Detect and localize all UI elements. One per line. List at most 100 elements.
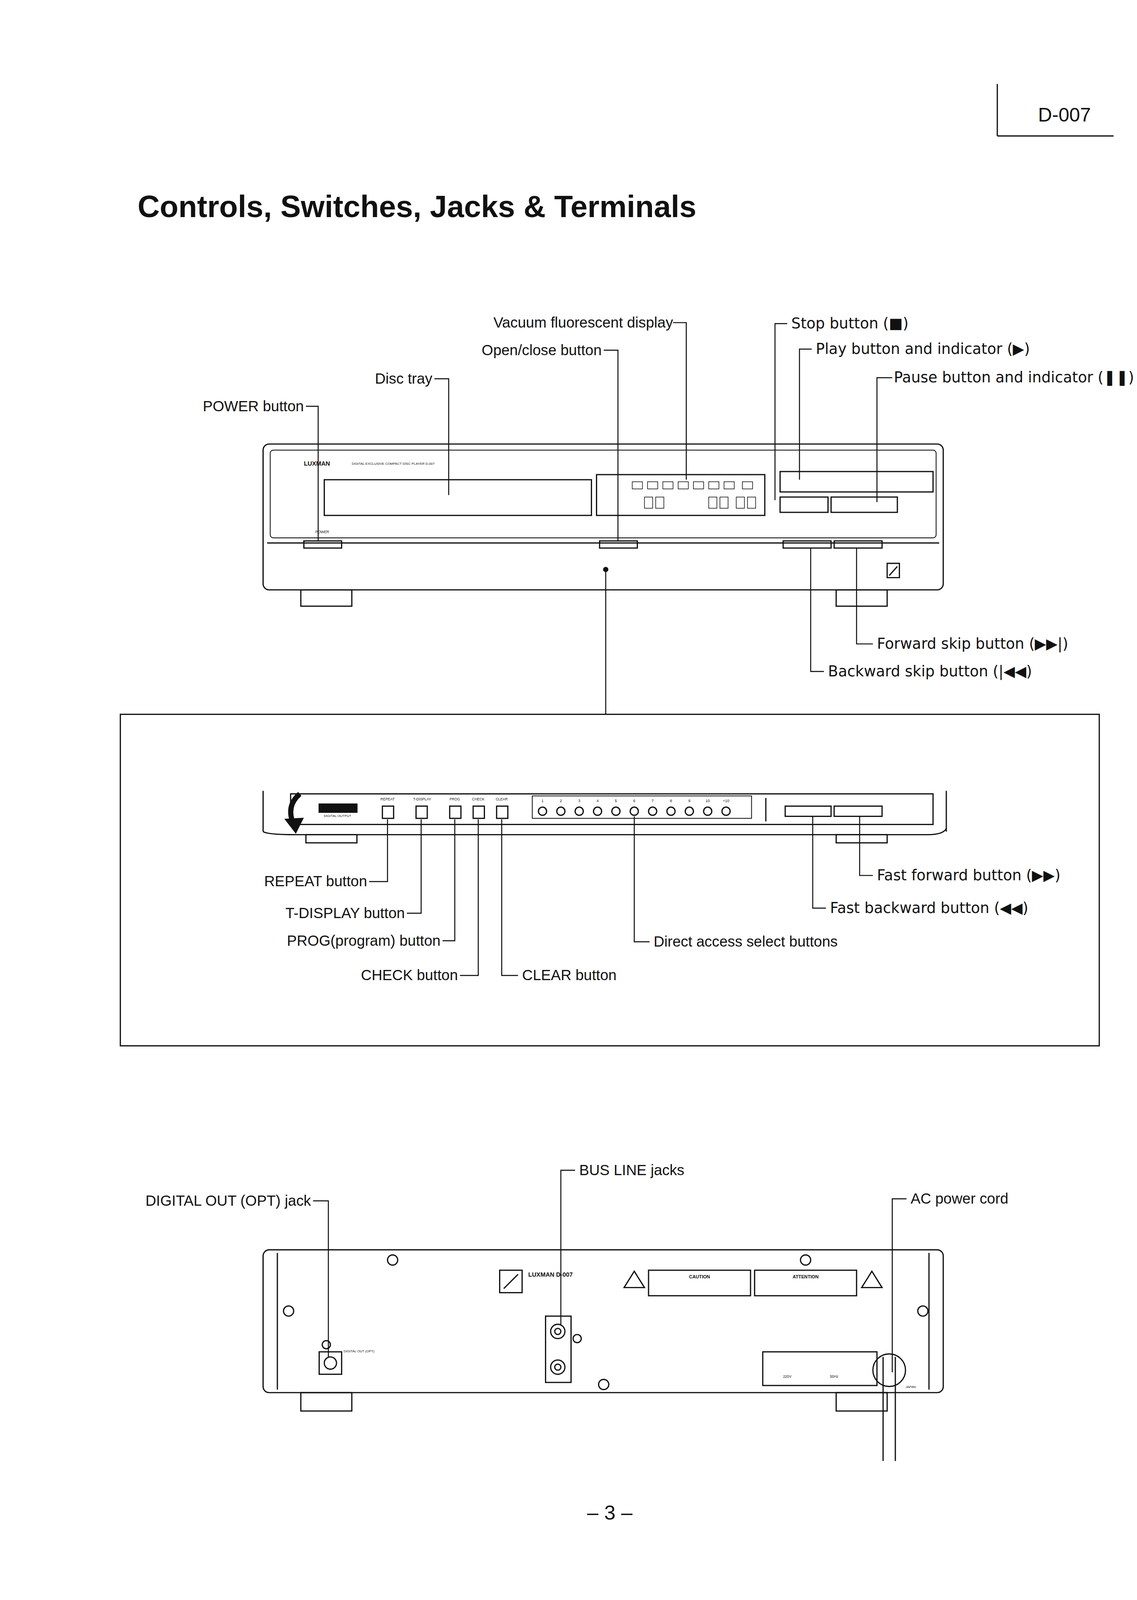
callout: CLEAR button: [521, 966, 617, 983]
front-unit: [831, 496, 898, 513]
screw: [322, 1340, 331, 1349]
select-button: [538, 806, 731, 816]
display-segments: [644, 496, 653, 508]
callout: Pause button and indicator (❚❚): [894, 369, 1135, 386]
inset-panel: [473, 805, 485, 819]
display-segments: [708, 481, 720, 489]
leader-line: [603, 349, 618, 541]
front-unit: [303, 540, 342, 548]
leader-line: [442, 819, 455, 941]
callout: Vacuum fluorescent display: [493, 314, 674, 331]
leader-line: [560, 1170, 576, 1325]
front-unit: [270, 449, 937, 538]
panel-print: DIGITAL EXCLUSIVE COMPACT DISC PLAYER D-…: [351, 462, 435, 466]
inset-panel: [945, 790, 948, 832]
panel-print: DIGITAL OUT (OPT): [343, 1349, 375, 1354]
display-segments: [736, 496, 745, 508]
leader-line: [305, 322, 893, 714]
leader-line: [859, 815, 873, 875]
inset-panel: [262, 828, 947, 835]
callout: Play button and indicator (▶): [815, 340, 1030, 357]
rear-unit: [754, 1269, 857, 1296]
callout: T-DISPLAY button: [285, 904, 405, 921]
callout: Disc tray: [375, 370, 433, 387]
screw: [598, 1379, 609, 1390]
screw: [800, 1254, 811, 1265]
screw: [572, 1334, 582, 1343]
select-button: [538, 806, 547, 816]
panel-print: 1: [541, 798, 544, 803]
display-segments: [742, 481, 753, 489]
display-segments: [724, 481, 735, 489]
panel-print: CHECK: [471, 797, 485, 802]
front-unit: [834, 540, 883, 548]
rear-unit: [894, 1356, 897, 1461]
leader-line: [799, 349, 812, 480]
rear-unit: [554, 1363, 561, 1370]
header-rule: [997, 135, 1114, 137]
select-button: [666, 806, 675, 816]
callout: CHECK button: [361, 966, 458, 983]
panel-print: REPEAT: [380, 797, 395, 802]
panel-print: 5: [615, 798, 618, 803]
inset-panel: [416, 805, 428, 819]
leader-line: [605, 571, 607, 714]
leader-line: [892, 1198, 907, 1372]
select-button: [630, 806, 639, 816]
inset-frame: [120, 713, 1100, 1046]
inset-panel: [836, 834, 888, 843]
panel-print: 3: [578, 798, 581, 803]
rear-unit: [324, 1356, 337, 1369]
leader-line: [877, 377, 893, 503]
callout: Fast forward button (▶▶): [877, 866, 1061, 884]
panel-print: ATTENTION: [792, 1274, 819, 1280]
front-unit: [596, 474, 765, 516]
rear-unit: [499, 1269, 522, 1293]
inset-panel: [785, 805, 832, 816]
panel-print: JAPAN: [905, 1385, 916, 1389]
leader-line: [459, 819, 479, 976]
inset-panel: [285, 818, 303, 833]
panel-print: CAUTION: [688, 1274, 710, 1280]
panel-print: POWER: [315, 530, 330, 535]
model-tag: D-007: [1038, 104, 1091, 126]
rear-unit: [503, 1273, 519, 1289]
front-unit: [267, 542, 940, 544]
inset-frame: [120, 713, 1100, 1046]
callout: Open/close button: [481, 341, 602, 358]
panel-print: 220V: [783, 1374, 792, 1379]
panel-print: CLEAR: [495, 797, 508, 802]
leader-line: [810, 547, 824, 672]
callout: Fast backward button (◀◀): [829, 899, 1029, 916]
rear-unit: [762, 1351, 878, 1386]
front-unit: [603, 567, 608, 572]
rear-unit: [623, 1270, 645, 1287]
panel-print: 50Hz: [829, 1374, 839, 1379]
front-unit: [599, 540, 638, 548]
panel-print: 6: [633, 798, 636, 803]
panel-print: 4: [596, 798, 599, 803]
rear-unit: [318, 1351, 342, 1374]
screw: [283, 1254, 928, 1390]
select-button: [556, 806, 565, 816]
display-segments: [655, 496, 664, 508]
panel-print: 9: [688, 798, 691, 803]
display-segments: [632, 481, 757, 508]
select-button: [575, 806, 584, 816]
display-segments: [678, 481, 689, 489]
front-unit: [300, 589, 352, 606]
leader-line: [812, 815, 827, 908]
inset-panel: [532, 795, 752, 819]
rear-unit: [872, 1353, 906, 1387]
rear-unit: [300, 1392, 352, 1411]
callout: BUS LINE jacks: [579, 1161, 685, 1178]
callout: AC power cord: [910, 1190, 1009, 1207]
front-unit: [783, 540, 832, 548]
panel-print: T-DISPLAY: [413, 797, 432, 802]
leader-line: [775, 323, 788, 500]
rear-unit: [928, 1252, 930, 1390]
inset-panel: [496, 805, 508, 819]
panel-print: 7: [651, 798, 654, 803]
inset-panel: [262, 790, 264, 832]
